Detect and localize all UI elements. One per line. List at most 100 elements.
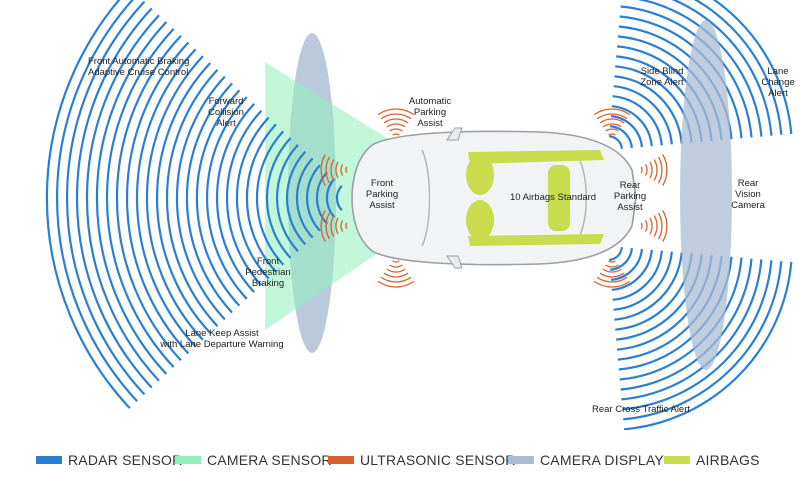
ultrasonic-arc (596, 276, 628, 283)
front-radar-arc (45, 0, 131, 409)
rear-radar-arc (613, 85, 673, 145)
legend-label-airbags: AIRBAGS (696, 452, 760, 468)
front-radar-arc (225, 109, 263, 287)
front-radar-arc (215, 103, 255, 293)
ultrasonic-arc (653, 215, 658, 237)
ultrasonic-arc (383, 272, 409, 278)
ultrasonic-arc (599, 118, 625, 124)
rear-radar-arc (614, 252, 683, 321)
rear-radar-arc (712, 0, 793, 135)
ultrasonic-arc (386, 268, 406, 273)
ultrasonic-arc (325, 212, 331, 240)
front-radar-arc (125, 41, 190, 355)
legend-label-ultrasonic: ULTRASONIC SENSOR (360, 452, 516, 468)
front-radar-arc (255, 130, 285, 266)
ultrasonic-arc (662, 210, 668, 242)
rear-radar-arc (612, 250, 663, 301)
front-radar-arc (155, 62, 212, 334)
rear-vision-camera-label: Rear Vision Camera (731, 178, 765, 211)
front-parking-label: Front Parking Assist (365, 178, 399, 211)
rear-parking-label: Rear Parking Assist (613, 180, 647, 213)
front-radar-arc (275, 144, 299, 252)
front-radar-arc (165, 69, 219, 327)
ultrasonic-arc (386, 123, 406, 128)
rear-radar-arc (614, 75, 683, 144)
front-pedestrian-label: Front Pedestrian Braking (245, 256, 291, 289)
rear-radar-arc (623, 261, 793, 430)
ultrasonic-arc (330, 215, 335, 237)
front-radar-arc (55, 0, 138, 402)
front-radar-arc (325, 178, 336, 218)
legend-label-radar: RADAR SENSOR (68, 452, 183, 468)
legend-camera-sensor: CAMERA SENSOR (175, 448, 332, 472)
rear-radar-arc (693, 0, 783, 135)
ultrasonic-arc (640, 166, 643, 174)
front-radar-arc (285, 150, 307, 246)
legend-swatch-airbags (664, 456, 690, 464)
rear-radar-arc (610, 248, 643, 281)
ultrasonic-arc (649, 217, 653, 235)
front-radar-arc (175, 75, 226, 321)
rear-radar-arc (622, 260, 773, 411)
rear-radar-arc (612, 95, 663, 146)
legend-ultrasonic-sensor: ULTRASONIC SENSOR (328, 448, 516, 472)
ultrasonic-arc (389, 128, 403, 132)
airbags (466, 150, 604, 246)
legend-swatch-camera-display (508, 456, 534, 464)
ultrasonic-arc (593, 108, 631, 116)
ultrasonic-arc (340, 164, 344, 176)
rear-radar-arc (623, 261, 783, 421)
ultrasonic-arc (335, 161, 339, 179)
rear-radar-arc (611, 105, 653, 147)
legend-swatch-radar (36, 456, 62, 464)
front-radar-arc (335, 184, 343, 212)
front-radar-arc (265, 137, 292, 259)
rear-radar-arc (609, 125, 633, 149)
ultrasonic-arc (593, 280, 631, 288)
car (351, 127, 637, 269)
rear-radar-arc (621, 259, 763, 401)
ultrasonic-arc (340, 220, 344, 232)
ultrasonic-arc (653, 159, 658, 181)
front-radar-arc (66, 0, 146, 396)
ultrasonic-arc (608, 260, 616, 263)
front-radar-arc (95, 21, 168, 375)
ultrasonic-arc (657, 156, 663, 184)
safety-diagram (45, 0, 793, 430)
side-blind-zone-label: Side Blind Zone Alert (640, 66, 684, 88)
front-braking-label: Front Automatic Braking Adaptive Cruise … (88, 56, 190, 78)
front-radar-arc (185, 82, 233, 314)
lane-change-label: Lane Change Alert (761, 66, 795, 99)
legend: RADAR SENSOR CAMERA SENSOR ULTRASONIC SE… (0, 448, 800, 472)
ultrasonic-arc (602, 268, 622, 273)
front-radar-arc (315, 171, 329, 225)
rear-radar-arc (610, 115, 643, 148)
rear-camera-display-zone (680, 20, 732, 370)
front-radar-arc (295, 157, 314, 239)
rear-cross-traffic-label: Rear Cross Traffic Alert (592, 404, 691, 415)
airbag-front-right (466, 200, 494, 240)
airbag-curtain-top (468, 150, 604, 164)
legend-swatch-camera-sensor (175, 456, 201, 464)
ultrasonic-arc (345, 222, 348, 230)
forward-collision-label: Forward Collision Alert (208, 96, 244, 129)
front-radar-arc (245, 123, 277, 273)
ultrasonic-arc (662, 154, 668, 186)
legend-label-camera-display: CAMERA DISPLAY (540, 452, 664, 468)
front-radar-arc (85, 14, 160, 382)
ultrasonic-arc (640, 222, 643, 230)
front-radar-arc (135, 48, 197, 348)
lane-keep-label: Lane Keep Assist with Lane Departure War… (160, 328, 284, 350)
ultrasonic-arc (602, 123, 622, 128)
legend-swatch-ultrasonic (328, 456, 354, 464)
ultrasonic-arc (320, 210, 326, 242)
ultrasonic-arc (320, 154, 326, 186)
ultrasonic-arc (377, 280, 415, 288)
front-radar-arc (306, 164, 321, 232)
front-radar-arc (205, 96, 248, 300)
ultrasonic-arc (644, 164, 648, 176)
ultrasonic-arc (335, 217, 339, 235)
car-windshield (421, 149, 431, 247)
legend-radar-sensor: RADAR SENSOR (36, 448, 182, 472)
ultrasonic-arc (377, 108, 415, 116)
